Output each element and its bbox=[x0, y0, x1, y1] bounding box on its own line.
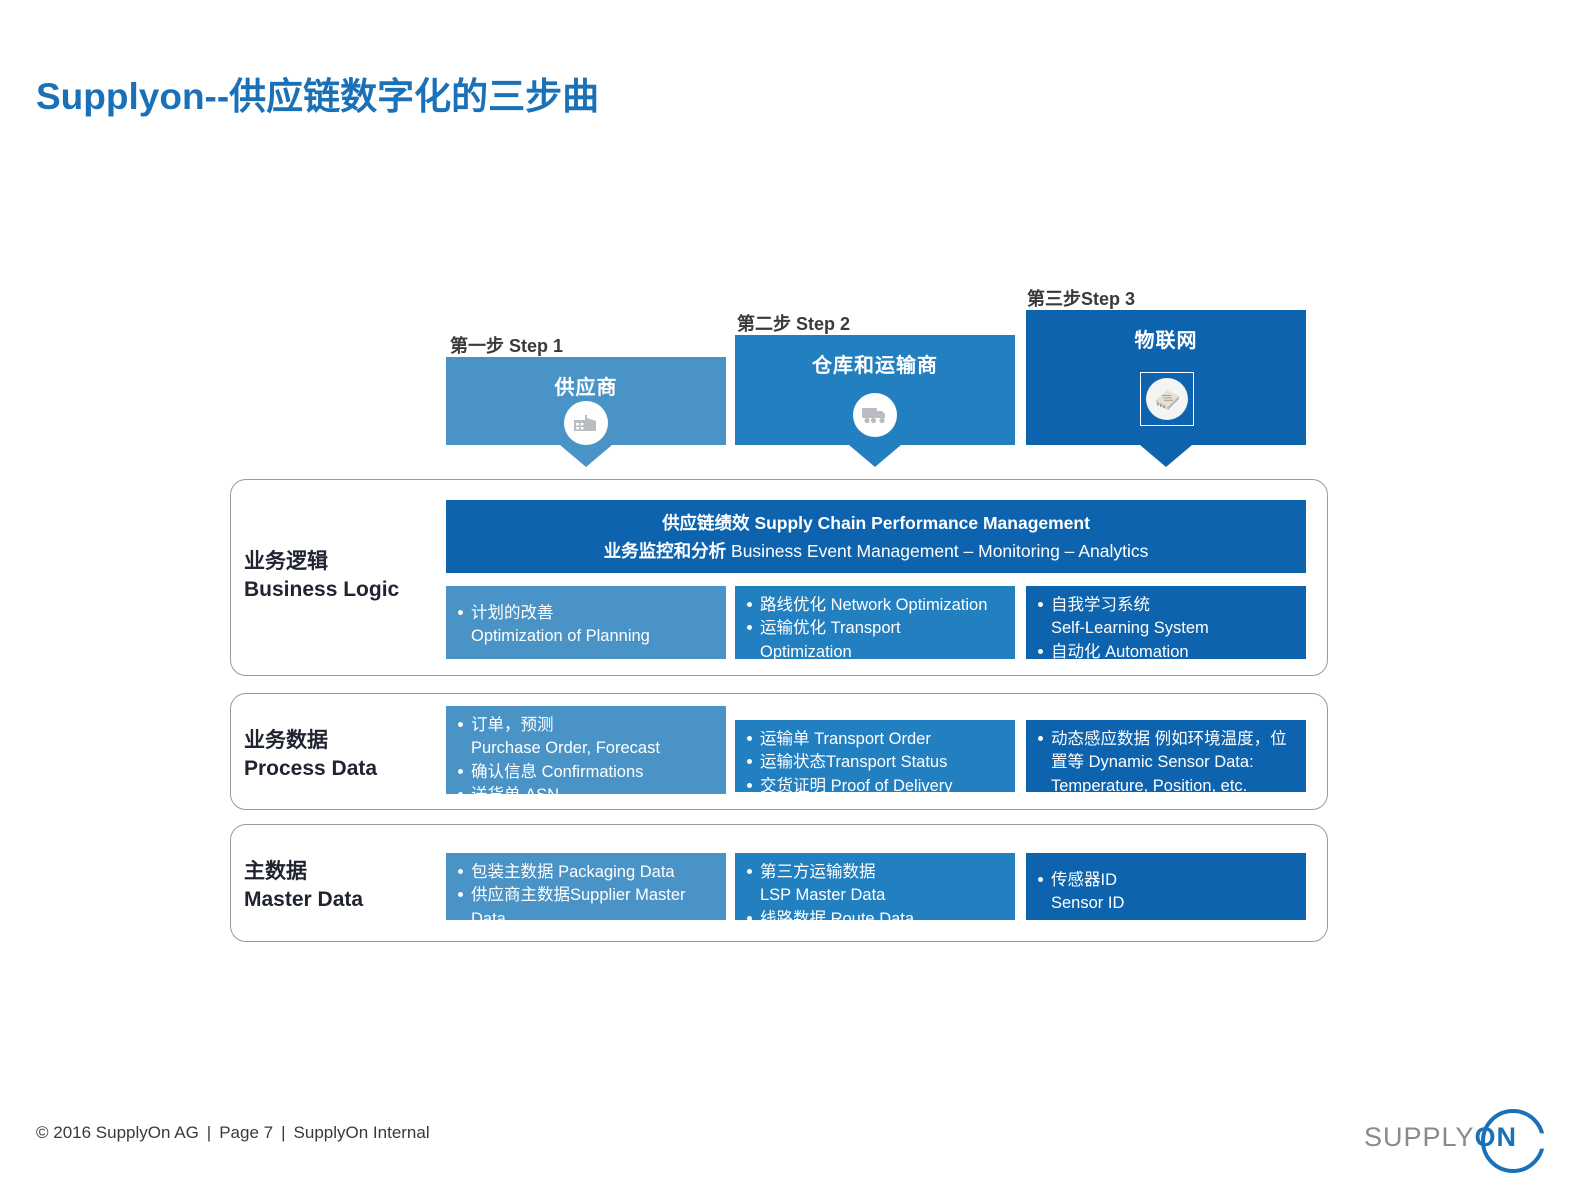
scpm-banner-line-2-cn: 业务监控和分析 bbox=[603, 541, 727, 561]
list-item: 路线优化 Network Optimization bbox=[747, 594, 1005, 616]
list-item: 送货单 ASN bbox=[458, 784, 716, 806]
step-1-arrow-icon bbox=[560, 445, 612, 467]
process-data-cell-supplier: 订单，预测 Purchase Order, Forecast 确认信息 Confir… bbox=[446, 706, 726, 804]
master-data-label-en: Master Data bbox=[244, 887, 364, 911]
master-data-cell-iot: 传感器ID Sensor ID bbox=[1026, 853, 1306, 920]
list-item: 第三方运输数据 bbox=[747, 861, 1005, 883]
scpm-banner-line-1-en: Supply Chain Performance Management bbox=[754, 513, 1090, 533]
list-item: Data bbox=[471, 909, 506, 928]
business-logic-label-en: Business Logic bbox=[244, 577, 400, 601]
business-logic-cell-supplier: 计划的改善 Optimization of Planning bbox=[446, 586, 726, 659]
step-3-title: 物联网 bbox=[1134, 330, 1198, 352]
list-item: 供应商主数据Supplier Master bbox=[458, 884, 716, 906]
list-item: 自我学习系统 bbox=[1038, 594, 1296, 616]
step-1-label: 第一步 Step 1 bbox=[450, 336, 564, 356]
master-data-list-iot: 传感器ID Sensor ID bbox=[1038, 869, 1296, 915]
list-item: 线路数据 Route Data bbox=[747, 908, 1005, 930]
list-item: 运输优化 Transport bbox=[747, 617, 1005, 639]
scpm-banner-line-1: 供应链绩效 Supply Chain Performance Managemen… bbox=[662, 510, 1090, 535]
list-item: Self-Learning System bbox=[1051, 619, 1209, 638]
process-data-label: 业务数据 Process Data bbox=[244, 727, 377, 782]
step-1-title: 供应商 bbox=[554, 377, 618, 399]
list-item: 交货证明 Proof of Delivery bbox=[747, 775, 1005, 797]
process-data-list-supplier: 订单，预测 Purchase Order, Forecast 确认信息 Confir… bbox=[458, 714, 716, 806]
process-data-cell-iot: 动态感应数据 例如环境温度，位置等 Dynamic Sensor Data: Te… bbox=[1026, 720, 1306, 795]
scpm-banner-line-1-cn: 供应链绩效 bbox=[662, 513, 750, 533]
step-2-arrow-icon bbox=[849, 445, 901, 467]
scpm-banner: 供应链绩效 Supply Chain Performance Managemen… bbox=[446, 500, 1306, 573]
list-item: 动态感应数据 例如环境温度，位 bbox=[1038, 728, 1296, 750]
step-3-label: 第三步Step 3 bbox=[1027, 289, 1136, 309]
process-data-label-en: Process Data bbox=[244, 756, 378, 780]
step-2-label: 第二步 Step 2 bbox=[737, 314, 851, 334]
logo-text-on: ON bbox=[1474, 1122, 1518, 1152]
logo-text-supply: SUPPLY bbox=[1364, 1122, 1475, 1152]
master-data-label: 主数据 Master Data bbox=[244, 858, 363, 913]
footer-classification: SupplyOn Internal bbox=[293, 1123, 430, 1142]
list-item: 计划的改善 bbox=[458, 602, 716, 624]
list-item: LSP Master Data bbox=[760, 886, 886, 905]
step-2-box[interactable]: 仓库和运输商 bbox=[735, 335, 1015, 445]
footer: © 2016 SupplyOn AG | Page 7 | SupplyOn Inter… bbox=[36, 1123, 430, 1143]
sensor-chip-image bbox=[1140, 372, 1194, 426]
list-item: 包装主数据 Packaging Data bbox=[458, 861, 716, 883]
logo-wordmark: SUPPLYON bbox=[1364, 1122, 1517, 1153]
footer-page: Page 7 bbox=[219, 1123, 274, 1142]
list-item: 自动化 Automation bbox=[1038, 641, 1296, 663]
footer-separator-1: | bbox=[206, 1123, 212, 1142]
business-logic-list-supplier: 计划的改善 Optimization of Planning bbox=[458, 602, 716, 648]
list-item: Optimization of Planning bbox=[471, 627, 650, 646]
master-data-list-warehouse: 第三方运输数据 LSP Master Data 线路数据 Route Data bbox=[747, 861, 1005, 930]
process-data-list-iot: 动态感应数据 例如环境温度，位置等 Dynamic Sensor Data: Te… bbox=[1038, 728, 1296, 797]
master-data-cell-warehouse: 第三方运输数据 LSP Master Data 线路数据 Route Data bbox=[735, 853, 1015, 928]
business-logic-label: 业务逻辑 Business Logic bbox=[244, 548, 399, 603]
truck-icon bbox=[853, 393, 897, 437]
step-3-arrow-icon bbox=[1140, 445, 1192, 467]
step-3-box[interactable]: 物联网 bbox=[1026, 310, 1306, 445]
business-logic-list-iot: 自我学习系统 Self-Learning System 自动化 Automation bbox=[1038, 594, 1296, 663]
footer-separator-2: | bbox=[281, 1123, 286, 1142]
supplyon-logo: SUPPLYON bbox=[1364, 1105, 1559, 1173]
business-logic-label-cn: 业务逻辑 bbox=[244, 550, 328, 573]
business-logic-cell-iot: 自我学习系统 Self-Learning System 自动化 Automation bbox=[1026, 586, 1306, 661]
step-1-box[interactable]: 供应商 bbox=[446, 357, 726, 445]
list-item: 传感器ID bbox=[1038, 869, 1296, 891]
page-title: Supplyon--供应链数字化的三步曲 bbox=[36, 76, 600, 117]
list-item: Temperature, Position, etc. bbox=[1051, 776, 1248, 795]
process-data-label-cn: 业务数据 bbox=[244, 729, 328, 752]
step-2-title: 仓库和运输商 bbox=[812, 355, 938, 377]
list-item: 运输状态Transport Status bbox=[747, 751, 1005, 773]
list-item: 确认信息 Confirmations bbox=[458, 761, 716, 783]
list-item: Optimization bbox=[760, 642, 852, 661]
factory-icon bbox=[564, 401, 608, 445]
list-item: 订单，预测 bbox=[458, 714, 716, 736]
list-item: 置等 Dynamic Sensor Data: bbox=[1051, 753, 1254, 772]
list-item: Purchase Order, Forecast bbox=[471, 739, 660, 758]
footer-copyright: © 2016 SupplyOn AG bbox=[36, 1123, 199, 1142]
master-data-label-cn: 主数据 bbox=[244, 860, 307, 883]
list-item: Sensor ID bbox=[1051, 894, 1125, 913]
scpm-banner-line-2: 业务监控和分析 Business Event Management – Moni… bbox=[604, 538, 1149, 563]
scpm-banner-line-2-en: Business Event Management – Monitoring –… bbox=[731, 541, 1149, 561]
list-item: 运输单 Transport Order bbox=[747, 728, 1005, 750]
